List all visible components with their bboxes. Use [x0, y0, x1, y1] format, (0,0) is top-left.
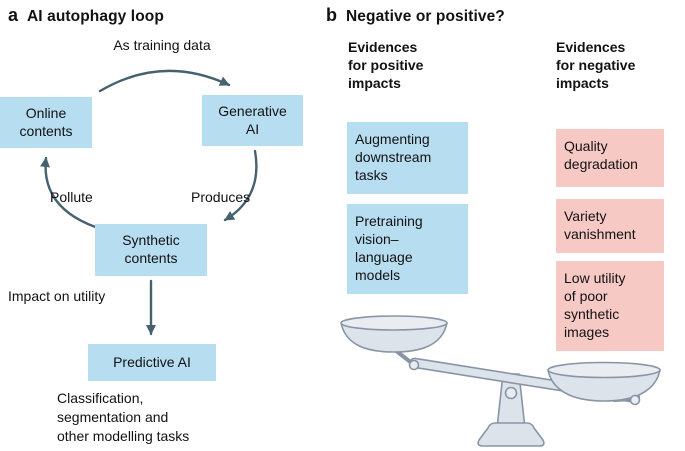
node-synthetic-contents: Synthetic contents — [95, 224, 207, 276]
panel-b: b Negative or positive? Evidences for po… — [322, 0, 685, 451]
negative-item-variety: Variety vanishment — [556, 199, 664, 253]
scale-right-pan-rim — [547, 361, 661, 379]
edge-label-pollute: Pollute — [50, 189, 93, 205]
scale-right-joint — [629, 394, 641, 406]
scale-left-pan — [340, 322, 448, 353]
positive-impacts-header: Evidences for positive impacts — [348, 39, 424, 91]
scale-base — [477, 422, 545, 447]
edge-label-produces: Produces — [191, 189, 251, 205]
node-generative-ai: Generative AI — [202, 95, 303, 146]
panel-a-caption: Classification, segmentation and other m… — [57, 390, 190, 444]
negative-item-low-utility: Low utility of poor synthetic images — [556, 261, 664, 351]
arrow-as-training-data — [98, 69, 231, 93]
positive-item-pretraining: Pretraining vision– language models — [347, 204, 468, 294]
scale-left-pan-rim — [340, 315, 448, 331]
scale-right-pan — [547, 369, 661, 402]
edge-label-as-training-data: As training data — [113, 37, 211, 53]
arrow-produces — [223, 149, 258, 222]
scale-left-joint — [408, 359, 420, 371]
scale-pivot — [504, 386, 518, 400]
panel-a-letter: a — [8, 5, 19, 25]
negative-item-quality: Quality degradation — [556, 129, 664, 187]
edge-label-impact-on-utility: Impact on utility — [8, 288, 106, 304]
positive-item-augmenting: Augmenting downstream tasks — [347, 122, 468, 194]
panel-a: a AI autophagy loop As training data Onl… — [0, 0, 322, 451]
panel-a-title: a AI autophagy loop — [8, 6, 164, 25]
panel-b-heading: Negative or positive? — [346, 8, 505, 25]
negative-impacts-header: Evidences for negative impacts — [556, 39, 636, 91]
balance-scale-illustration — [340, 315, 661, 447]
panel-b-letter: b — [326, 5, 337, 25]
node-online-contents: Online contents — [0, 97, 92, 148]
panel-a-heading: AI autophagy loop — [27, 8, 164, 25]
node-predictive-ai: Predictive AI — [88, 344, 216, 381]
panel-b-title: b Negative or positive? — [326, 6, 505, 25]
